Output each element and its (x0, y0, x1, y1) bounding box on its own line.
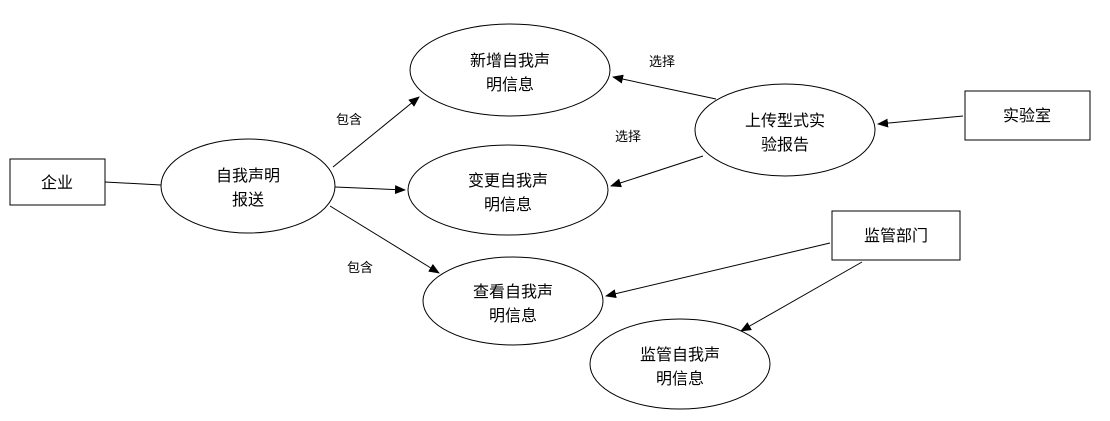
usecase-supervise-declaration-line1: 监管自我声 (640, 345, 720, 364)
usecase-change-declaration-shape (407, 144, 609, 236)
actor-regulator-label: 监管部门 (864, 226, 928, 245)
edge-regulator-view (605, 242, 831, 299)
edge-label-include-bottom: 包含 (347, 260, 373, 276)
usecase-view-declaration: 查看自我声 明信息 (422, 256, 604, 346)
actor-enterprise: 企业 (9, 158, 106, 206)
edge-label-select-bottom: 选择 (615, 130, 641, 145)
actor-enterprise-box (9, 158, 106, 206)
usecase-submit-declaration-line1: 自我声明 (216, 166, 280, 185)
usecase-change-declaration-line1: 变更自我声 (468, 171, 548, 190)
usecase-change-declaration-line2: 明信息 (484, 195, 532, 214)
usecase-submit-declaration-shape (160, 138, 336, 234)
usecase-view-declaration-shape (422, 256, 604, 346)
edge-enterprise-submit (104, 181, 162, 186)
usecase-add-declaration: 新增自我声 明信息 (409, 23, 611, 117)
usecase-view-declaration-line1: 查看自我声 (473, 282, 553, 301)
edge-upload-add (612, 74, 717, 100)
usecase-view-declaration-line2: 明信息 (489, 306, 537, 325)
edge-laboratory-upload (877, 115, 964, 128)
usecase-change-declaration: 变更自我声 明信息 (407, 144, 609, 236)
edge-label-include-top: 包含 (336, 112, 362, 128)
usecase-upload-report: 上传型式实 验报告 (694, 83, 876, 177)
usecase-upload-report-line2: 验报告 (761, 135, 809, 154)
actor-regulator-box (831, 210, 961, 261)
usecase-add-declaration-line1: 新增自我声 (470, 51, 550, 70)
usecase-supervise-declaration-line2: 明信息 (656, 369, 704, 388)
actor-laboratory-box (964, 90, 1091, 141)
edge-upload-change (610, 155, 704, 188)
usecase-submit-declaration-line2: 报送 (232, 190, 264, 209)
usecase-upload-report-line1: 上传型式实 (745, 111, 825, 130)
usecase-add-declaration-line2: 明信息 (486, 75, 534, 94)
usecase-upload-report-shape (694, 83, 876, 177)
edge-submit-add (332, 96, 420, 168)
usecase-supervise-declaration-shape (589, 318, 771, 410)
actor-laboratory-label: 实验室 (1003, 106, 1051, 125)
usecase-submit-declaration: 自我声明 报送 (160, 138, 336, 234)
edge-submit-view (329, 205, 440, 274)
actor-regulator: 监管部门 (831, 210, 961, 261)
edge-submit-change (334, 185, 406, 195)
edge-regulator-supervise (740, 261, 863, 332)
usecase-supervise-declaration: 监管自我声 明信息 (589, 318, 771, 410)
usecase-add-declaration-shape (409, 23, 611, 117)
actor-enterprise-label: 企业 (41, 173, 73, 192)
edge-label-select-top: 选择 (649, 55, 675, 70)
actor-laboratory: 实验室 (964, 90, 1091, 141)
